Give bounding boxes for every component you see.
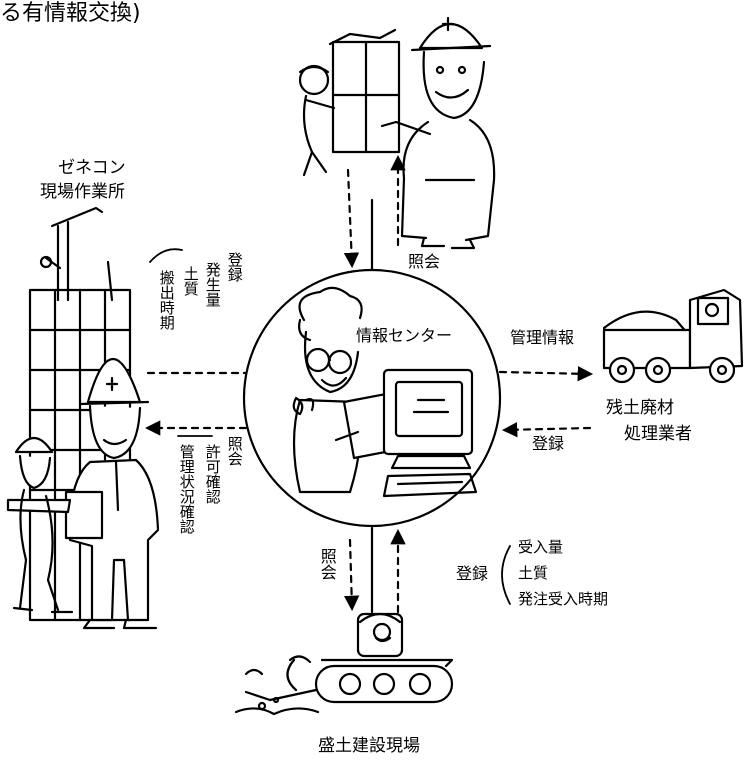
top-figures-icon — [298, 16, 496, 250]
computer-icon — [382, 368, 478, 498]
left-top-item-1: 発生量 — [203, 262, 222, 307]
bracket-left-top — [149, 248, 183, 263]
zando-label-line2: 処理業者 — [624, 424, 692, 444]
zando-label-line1: 残土廃材 — [606, 398, 674, 418]
right-bottom-arrow-label: 登録 — [532, 434, 565, 453]
operator-woman-icon — [292, 286, 398, 494]
arrow-right-out — [498, 366, 594, 382]
center-node-label: 情報センター — [356, 326, 453, 345]
bottom-right-item-2: 土質 — [518, 564, 549, 582]
right-top-arrow-label: 管理情報 — [510, 328, 575, 347]
genecon-label-line2: 現場作業所 — [40, 182, 125, 202]
bulldozer-icon — [234, 612, 454, 716]
arrow-bottom-down — [343, 538, 360, 612]
title-partial: る有情報交換) — [0, 1, 141, 26]
morido-label: 盛土建設現場 — [318, 736, 420, 756]
bottom-right-item-3: 発注受入時期 — [518, 590, 609, 608]
bottom-right-heading: 登録 — [456, 564, 489, 583]
genecon-label-line1: ゼネコン — [58, 158, 126, 178]
left-bottom-item-1: 許可確認 — [203, 444, 222, 504]
bottom-right-item-1: 受入量 — [518, 538, 564, 556]
left-bottom-heading: 照会 — [225, 436, 244, 466]
left-top-item-3: 搬出時期 — [157, 270, 176, 330]
left-top-heading: 登録 — [225, 252, 244, 282]
bottom-left-arrow-label: 照会 — [317, 548, 337, 580]
arrow-top-down — [343, 168, 360, 269]
arrow-right-in — [501, 422, 592, 438]
left-bottom-item-2: 管理状況確認 — [177, 444, 196, 534]
genecon-site-icon — [6, 206, 160, 630]
left-top-item-2: 土質 — [181, 266, 200, 296]
dump-truck-icon — [602, 288, 744, 384]
top-arrow-label: 照会 — [408, 252, 441, 271]
bracket-bottom-right — [501, 545, 511, 605]
